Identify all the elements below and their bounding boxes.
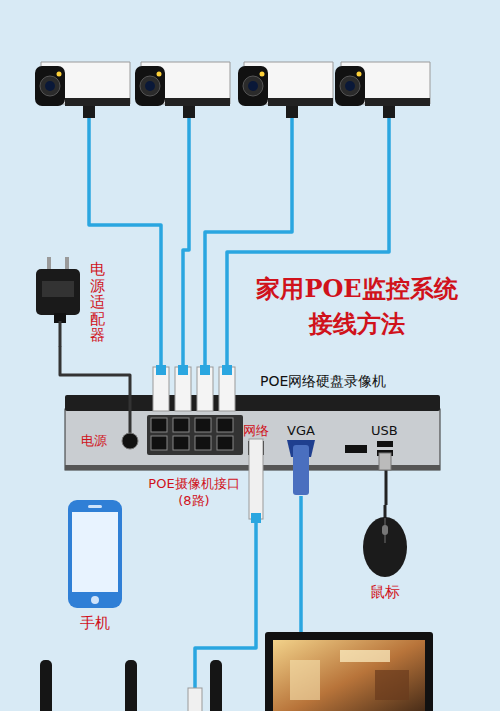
bullet-camera — [365, 98, 430, 106]
camera-cable — [183, 118, 189, 367]
bullet-camera — [83, 106, 95, 118]
bullet-camera — [335, 66, 365, 106]
nvr-box — [293, 445, 309, 495]
nvr-box — [217, 436, 233, 450]
nvr-box — [195, 436, 211, 450]
power-adapter — [42, 281, 74, 297]
nvr-box — [178, 365, 188, 375]
bullet-camera — [57, 72, 62, 77]
phone-icon — [68, 500, 122, 608]
bullet-camera — [248, 81, 258, 91]
phone-node: 手机 — [62, 498, 130, 638]
device-heading: POE网络硬盘录像机 — [260, 373, 386, 390]
router-antenna — [210, 660, 222, 711]
power-adapter — [36, 269, 80, 315]
device-label: 鼠标 — [357, 583, 413, 601]
bullet-camera — [145, 81, 155, 91]
network-plug — [188, 688, 202, 711]
nvr-box — [65, 395, 440, 411]
router-antenna — [40, 660, 52, 711]
bullet-camera — [243, 76, 263, 96]
nvr-box — [200, 365, 210, 375]
bullet-camera — [286, 106, 298, 118]
mouse-icon — [384, 505, 387, 519]
power-adapter — [65, 257, 69, 271]
nvr-box — [217, 418, 233, 432]
port-label: 网络 — [243, 423, 269, 439]
router-antenna — [40, 660, 222, 711]
bullet-camera — [345, 81, 355, 91]
nvr-box — [129, 395, 132, 435]
phone-icon — [88, 505, 102, 508]
bullet-camera — [35, 62, 130, 118]
mouse-icon — [382, 525, 388, 535]
port-label: 电源 — [81, 433, 107, 449]
phone-icon — [72, 512, 118, 592]
power-adapter — [59, 321, 62, 347]
bullet-camera — [238, 66, 268, 106]
bullet-camera — [383, 106, 395, 118]
nvr-box — [251, 513, 261, 523]
nvr-box — [147, 415, 243, 455]
monitor — [340, 650, 390, 662]
bullet-camera — [157, 72, 162, 77]
monitor — [265, 632, 433, 711]
camera-cable — [299, 496, 303, 634]
camera-cable — [205, 118, 292, 367]
mouse-icon — [363, 517, 407, 577]
bullet-camera — [335, 62, 430, 118]
router-antenna — [125, 660, 137, 711]
port-label: USB — [371, 423, 398, 439]
bullet-camera — [357, 72, 362, 77]
adapter-label: 电源适配器 — [90, 261, 105, 344]
nvr-box — [122, 433, 138, 449]
bullet-camera — [140, 76, 160, 96]
bullet-camera — [183, 106, 195, 118]
nvr-box — [379, 453, 391, 470]
power-adapter — [47, 257, 51, 271]
nvr-box — [222, 365, 232, 375]
device-label: 手机 — [62, 614, 128, 632]
bullet-camera — [238, 62, 333, 118]
nvr-box — [151, 436, 167, 450]
camera-cable — [89, 118, 161, 367]
nvr-box — [345, 445, 367, 453]
nvr-box — [156, 365, 166, 375]
diagram-title: 家用POE监控系统 接线方法 — [232, 272, 482, 342]
nvr-box — [195, 418, 211, 432]
adapter-node: 电源适配器 — [32, 255, 112, 347]
nvr-box — [173, 436, 189, 450]
monitor — [273, 640, 425, 711]
port-group-label: POE摄像机接口 (8路) — [142, 476, 246, 510]
mouse-node: 鼠标 — [357, 505, 415, 605]
monitor — [290, 660, 320, 700]
connector-wire — [60, 347, 130, 396]
connector-wire — [385, 470, 388, 505]
phone-icon — [91, 596, 99, 604]
bullet-camera — [260, 72, 265, 77]
camera-cable — [195, 521, 256, 690]
nvr-box — [377, 441, 393, 447]
nvr-box — [151, 418, 167, 432]
bullet-camera — [40, 76, 60, 96]
bullet-camera — [340, 76, 360, 96]
nvr-box — [249, 439, 263, 519]
bullet-camera — [165, 98, 230, 106]
bullet-camera — [135, 66, 165, 106]
network-plug — [188, 688, 202, 711]
port-label: VGA — [287, 423, 315, 439]
bullet-camera — [35, 66, 65, 106]
nvr-node: POE网络硬盘录像机电源网络VGAUSB — [65, 395, 440, 470]
bullet-camera — [135, 62, 230, 118]
monitor — [265, 632, 433, 711]
monitor — [375, 670, 409, 700]
nvr-box — [173, 418, 189, 432]
bullet-camera — [268, 98, 333, 106]
bullet-camera — [45, 81, 55, 91]
bullet-camera — [65, 98, 130, 106]
